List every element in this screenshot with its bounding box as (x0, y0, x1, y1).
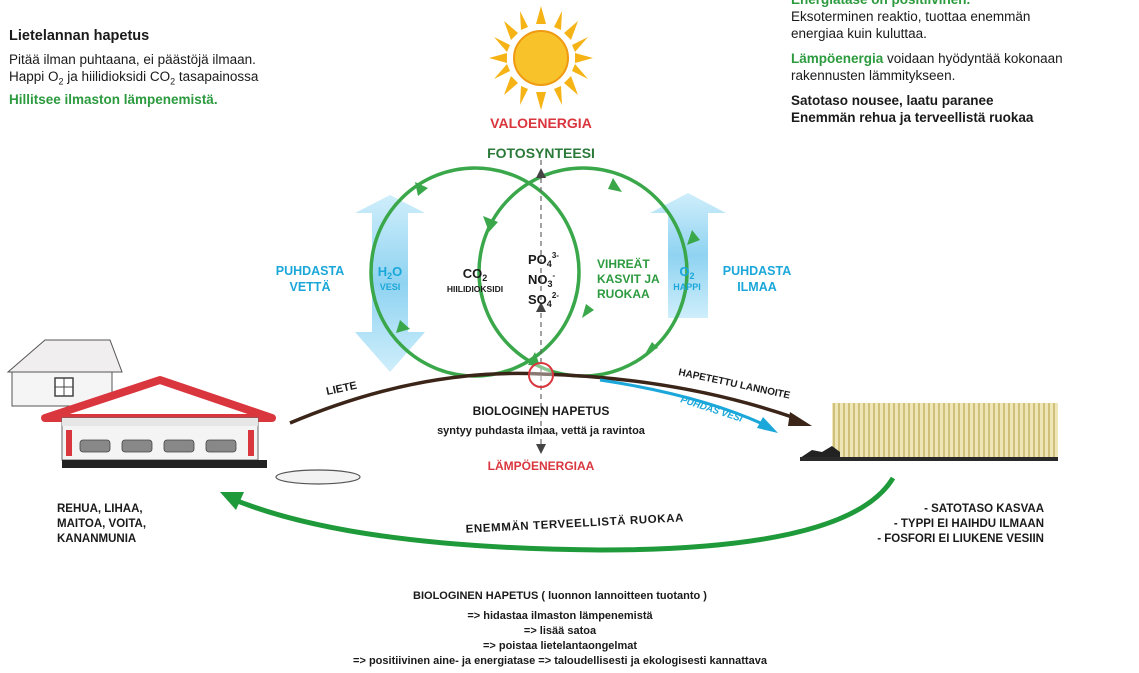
h2o-formula: H2O (378, 264, 403, 281)
cycle-arrowheads (396, 178, 700, 366)
farm-products-list: REHUA, LIHAA, MAITOA, VOITA, KANANMUNIA (57, 502, 146, 547)
photosynthesis-label: FOTOSYNTEESI (487, 145, 595, 161)
water-label: VESI (380, 282, 401, 292)
right-top-partial: Energiatase on positiivinen. (791, 0, 1063, 8)
oxidized-fertilizer-label: HAPETETTU LANNOITE (677, 367, 791, 402)
left-title: Lietelannan hapetus (9, 28, 150, 44)
field-result-line: - SATOTASO KASVAA (924, 503, 1044, 515)
sun-icon (489, 6, 593, 110)
farmhouse (6, 339, 123, 407)
crop-field (832, 403, 1058, 458)
slurry-tank (275, 469, 361, 485)
clean-water-arrowhead (757, 417, 778, 433)
right-p2-line1: Lämpöenergia voidaan hyödyntää kokonaan (791, 51, 1063, 66)
return-food-arrowhead (220, 492, 244, 510)
clean-water-arc (599, 378, 766, 427)
green-plants-label-1: VIHREÄT (597, 256, 650, 271)
light-energy-label: VALOENERGIA (490, 115, 592, 131)
right-p2-line2: rakennusten lämmitykseen. (791, 68, 956, 83)
right-p3-line1: Satotaso nousee, laatu paranee (791, 93, 994, 108)
air-up-arrow (650, 193, 726, 318)
bottom-line: => poistaa lietelantaongelmat (482, 640, 638, 652)
field-results-list: - SATOTASO KASVAA - TYPPI EI HAIHDU ILMA… (836, 502, 1044, 547)
co2-label: HIILIDIOKSIDI (447, 284, 503, 294)
bottom-line: => lisää satoa (523, 625, 597, 637)
oxidation-point-marker (528, 362, 554, 388)
left-line-2: Happi O2 ja hiilidioksidi CO2 tasapainos… (9, 69, 259, 87)
return-food-arc (229, 476, 896, 553)
left-text-block: Lietelannan hapetus Pitää ilman puhtaana… (9, 28, 258, 108)
return-arrow-label: ENEMMÄN TERVEELLISTÄ RUOKAA (465, 511, 684, 535)
bio-oxidation-title: BIOLOGINEN HAPETUS (473, 404, 610, 418)
slurry-label: LIETE (325, 380, 358, 398)
fertilizer-pile (800, 446, 840, 460)
heat-energy-label: LÄMPÖENERGIAA (488, 458, 595, 473)
o2-formula: O2 (679, 264, 694, 281)
bottom-line: => hidastaa ilmaston lämpenemistä (467, 610, 653, 622)
clean-air-label-2: ILMAA (737, 280, 777, 294)
phosphate-formula: PO43- (528, 251, 559, 269)
clean-water-label-2: VETTÄ (290, 279, 331, 294)
sulfate-formula: SO42- (528, 291, 559, 309)
bottom-line: => positiivinen aine- ja energiatase => … (353, 655, 767, 667)
barn (41, 376, 276, 468)
farm-product-line: KANANMUNIA (57, 533, 137, 545)
bio-oxidation-subtitle: syntyy puhdasta ilmaa, vettä ja ravintoa (437, 425, 646, 437)
clean-air-label-1: PUHDASTA (723, 264, 792, 278)
oxygen-label: HAPPI (673, 282, 701, 292)
co2-formula: CO2 (463, 266, 488, 283)
clean-water-label-1: PUHDASTA (276, 264, 345, 278)
slurry-arrowhead (788, 412, 812, 426)
nutrient-dashed-arrow (536, 160, 546, 454)
right-p3-line2: Enemmän rehua ja terveellistä ruokaa (791, 110, 1034, 125)
farm-product-line: REHUA, LIHAA, (57, 503, 143, 515)
green-plants-label-3: RUOKAA (597, 287, 650, 301)
farm-product-line: MAITOA, VOITA, (57, 518, 147, 530)
left-line-1: Pitää ilman puhtaana, ei päästöjä ilmaan… (9, 52, 256, 67)
green-plants-label-2: KASVIT JA (597, 272, 660, 286)
right-p1-line2: energiaa kuin kuluttaa. (791, 26, 927, 41)
right-text-block: Energiatase on positiivinen. Eksotermine… (791, 0, 1063, 126)
slurry-flow-arc (289, 371, 796, 425)
field-result-line: - TYPPI EI HAIHDU ILMAAN (893, 518, 1044, 530)
bottom-summary: BIOLOGINEN HAPETUS ( luonnon lannoitteen… (280, 589, 840, 669)
field-ground (800, 457, 1058, 461)
left-highlight: Hillitsee ilmaston lämpenemistä. (9, 91, 218, 107)
nitrate-formula: NO3- (528, 271, 556, 289)
right-p1-line1: Eksoterminen reaktio, tuottaa enemmän (791, 9, 1031, 24)
field-result-line: - FOSFORI EI LIUKENE VESIIN (877, 533, 1044, 545)
bottom-title: BIOLOGINEN HAPETUS ( luonnon lannoitteen… (413, 590, 707, 602)
